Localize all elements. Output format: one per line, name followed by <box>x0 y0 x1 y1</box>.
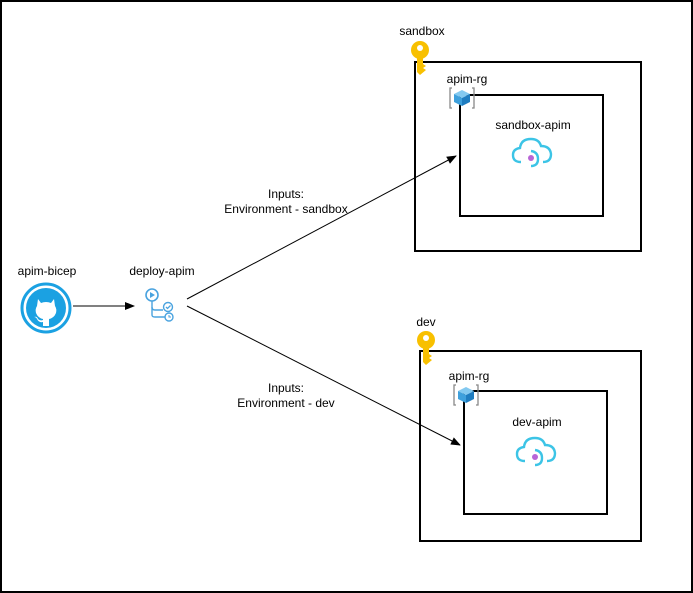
repo-label: apim-bicep <box>17 264 77 278</box>
edge-workflow-to-sandbox <box>186 155 457 300</box>
key-icon <box>411 41 429 75</box>
resource-group-icon <box>453 384 479 406</box>
sandbox-env-label: sandbox <box>399 24 445 38</box>
sandbox-resource-group-box[interactable] <box>459 94 604 217</box>
sandbox-subscription-box[interactable] <box>414 61 642 252</box>
edge-dev-label-2: Environment - dev <box>237 396 335 410</box>
workflow-icon[interactable] <box>143 287 177 323</box>
dev-resource-group-box[interactable] <box>463 390 608 515</box>
api-management-icon <box>515 436 557 467</box>
resource-group-icon <box>449 87 475 109</box>
sandbox-rg-label: apim-rg <box>446 72 488 86</box>
api-management-icon <box>511 137 553 168</box>
dev-apim-label: dev-apim <box>512 415 562 429</box>
edge-dev-label-1: Inputs: <box>267 381 305 395</box>
edge-workflow-to-dev <box>186 305 461 446</box>
github-icon[interactable] <box>20 282 72 334</box>
dev-rg-label: apim-rg <box>448 369 490 383</box>
key-icon <box>417 331 435 365</box>
edge-sandbox-label-2: Environment - sandbox <box>224 202 348 216</box>
workflow-label: deploy-apim <box>129 264 195 278</box>
dev-subscription-box[interactable] <box>419 350 642 542</box>
sandbox-apim-label: sandbox-apim <box>495 118 571 132</box>
edge-sandbox-label-1: Inputs: <box>267 187 305 201</box>
dev-env-label: dev <box>416 315 436 329</box>
